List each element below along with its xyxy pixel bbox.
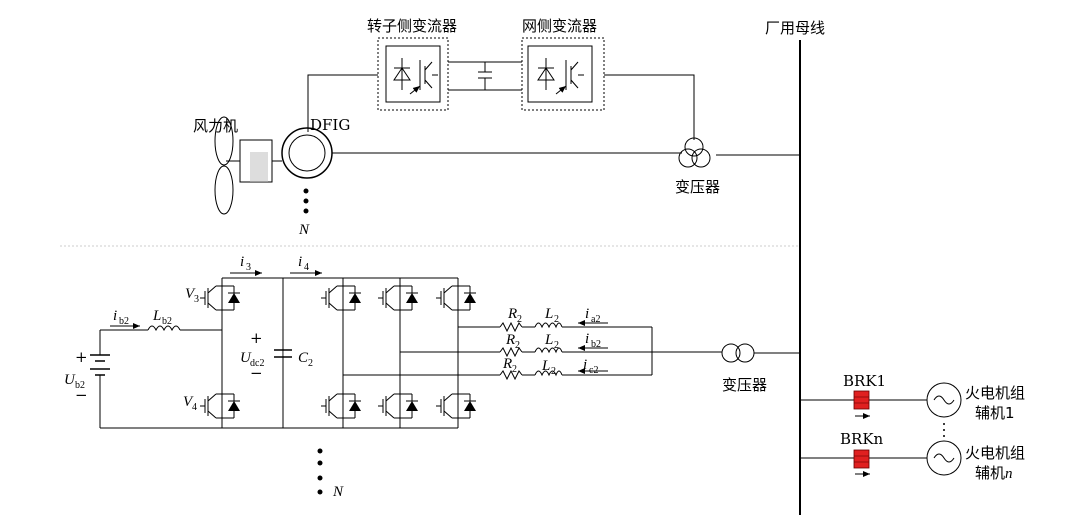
inductor-lb2 (147, 325, 181, 332)
brk1-label: BRK1 (843, 372, 886, 390)
breaker-brk1 (853, 390, 870, 410)
l2b-symbol: L (544, 332, 553, 348)
capacitor-c2 (274, 349, 292, 358)
ub2-symbol: U (64, 372, 76, 388)
transformer-top-label: 变压器 (675, 178, 720, 196)
aux-machine-1 (926, 382, 962, 418)
aux1-line2: 辅机1 (975, 404, 1015, 422)
l2c-symbol: L (541, 358, 550, 374)
rl-filter-phase (499, 369, 563, 381)
r2c-symbol: R (502, 356, 512, 372)
udc-plus: + (250, 329, 263, 347)
n-top-label: N (298, 222, 310, 238)
dc-link-capacitor (448, 61, 522, 91)
igbt-switches (200, 285, 476, 419)
battery-plus: + (75, 348, 88, 366)
igbt-switch (321, 393, 361, 419)
r2a-sub: 2 (517, 314, 522, 325)
dfig-machine (281, 127, 333, 179)
r2b-symbol: R (505, 332, 515, 348)
igbt-switch (200, 285, 240, 311)
i3-symbol: i (240, 254, 244, 270)
rotor-side-converter (377, 37, 449, 111)
two-winding-transformer (721, 343, 755, 363)
aux1-line1: 火电机组 (965, 384, 1025, 402)
n-bottom-label: N (332, 484, 344, 500)
auxn-line2: 辅机n (975, 464, 1013, 482)
igbt-switch (378, 393, 418, 419)
l2c-sub: 2 (551, 366, 556, 377)
three-winding-transformer (678, 137, 711, 168)
ib2-symbol: i (113, 308, 117, 324)
dfig-label: DFIG (310, 116, 350, 134)
ellipsis-dots-top (303, 188, 309, 214)
r2c-sub: 2 (512, 364, 517, 375)
i3-sub: 3 (246, 262, 251, 273)
transformer-bottom-label: 变压器 (722, 376, 767, 394)
brkn-label: BRKn (840, 430, 884, 448)
v4-symbol: V (183, 394, 194, 410)
igbt-switch (321, 285, 361, 311)
r2b-sub: 2 (515, 340, 520, 351)
battery (90, 330, 110, 428)
rotor-converter-label: 转子侧变流器 (367, 17, 457, 35)
igbt-switch (436, 393, 476, 419)
igbt-switch (200, 393, 240, 419)
udc2-sub: dc2 (250, 358, 264, 369)
udc2-symbol: U (240, 350, 252, 366)
c2-symbol: C (298, 350, 309, 366)
lb2-sub: b2 (162, 316, 172, 327)
wind-turbine-blades (214, 116, 234, 215)
r2a-symbol: R (507, 306, 517, 322)
aux-machine-n (926, 440, 962, 476)
ib2b-symbol: i (585, 331, 589, 347)
igbt-switch (436, 285, 476, 311)
udc-minus: − (250, 364, 263, 382)
ellipsis-dots-bottom (317, 448, 323, 495)
l2a-symbol: L (544, 306, 553, 322)
ia2-symbol: i (585, 306, 589, 322)
rl-filters (499, 321, 563, 381)
v4-sub: 4 (192, 402, 197, 413)
gearbox (226, 139, 282, 183)
rotor-feed-line (307, 74, 378, 132)
grid-converter-feed-line (604, 74, 695, 140)
l2a-sub: 2 (554, 314, 559, 325)
busbar-label: 厂用母线 (765, 19, 825, 37)
rl-filter-phase (499, 346, 563, 358)
ib2-sub: b2 (119, 316, 129, 327)
battery-minus: − (75, 386, 88, 404)
auxn-line1: 火电机组 (965, 444, 1025, 462)
breaker-brkn (853, 449, 870, 469)
v3-symbol: V (185, 286, 196, 302)
ic2-symbol: i (583, 357, 587, 373)
aux-dots (943, 423, 945, 437)
i4-sub: 4 (304, 262, 309, 273)
lb2-symbol: L (152, 308, 161, 324)
auxn-line2-prefix: 辅机 (975, 464, 1005, 482)
wind-turbine-label: 风力机 (193, 117, 238, 135)
i4-symbol: i (298, 254, 302, 270)
grid-side-converter (521, 37, 605, 111)
auxn-line2-italic: n (1005, 466, 1013, 482)
l2b-sub: 2 (554, 340, 559, 351)
v3-sub: 3 (194, 294, 199, 305)
igbt-switch (378, 285, 418, 311)
c2-sub: 2 (308, 358, 313, 369)
ub2-sub: b2 (75, 380, 85, 391)
grid-converter-label: 网侧变流器 (522, 17, 597, 35)
ib2b-sub: b2 (591, 339, 601, 350)
ia2-sub: a2 (591, 314, 600, 325)
rl-filter-phase (499, 321, 563, 333)
